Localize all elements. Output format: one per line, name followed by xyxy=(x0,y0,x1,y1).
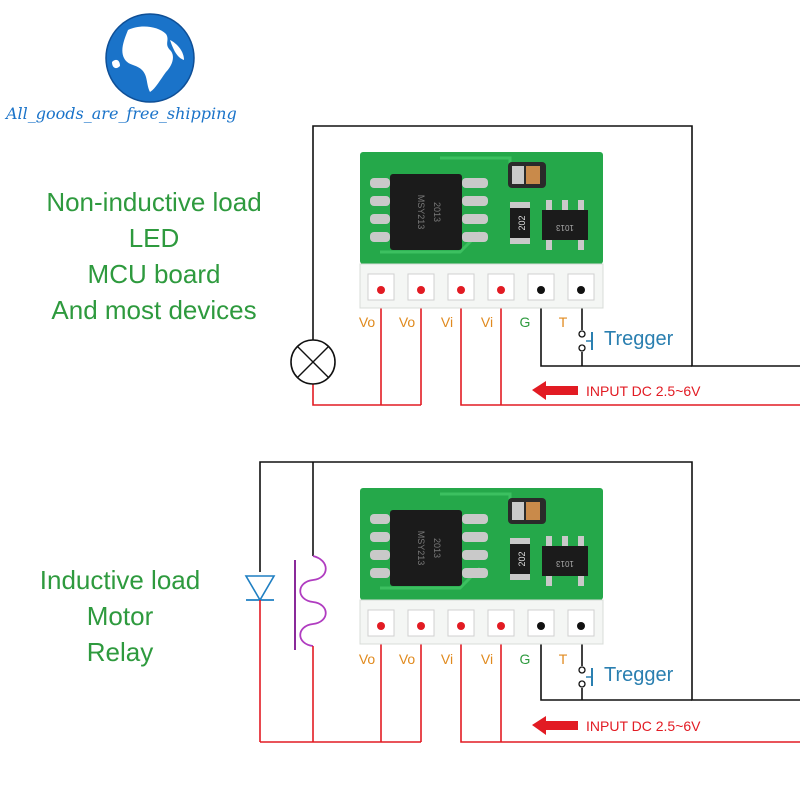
bottom-heading-line-0: Inductive load xyxy=(39,565,201,595)
top-heading-line-1: LED xyxy=(128,223,180,253)
top-ground-wire xyxy=(540,290,692,367)
bottom-heading-line-2: Relay xyxy=(86,637,154,667)
globe-logo-icon xyxy=(105,13,195,103)
bottom-ground-wire xyxy=(540,626,692,701)
top-pin-label-2: Vi xyxy=(441,314,453,330)
top-heading-line-3: And most devices xyxy=(51,295,257,325)
top-pin-label-1: Vo xyxy=(399,314,416,330)
pin-pads-bottom xyxy=(367,609,595,637)
top-pin-label-0: Vo xyxy=(359,314,376,330)
input-arrow-icon xyxy=(532,381,578,400)
top-input-wire xyxy=(460,290,800,406)
module-board: MSY213 2013 202 1013 xyxy=(359,152,604,309)
chip-marking-2-bottom: 2013 xyxy=(432,538,442,558)
chip-marking-2: 2013 xyxy=(432,202,442,222)
chip-marking-bottom: MSY213 xyxy=(416,531,426,566)
bottom-tregger-label: Tregger xyxy=(604,664,674,686)
top-heading-line-2: MCU board xyxy=(87,259,221,289)
top-pin-label-4: G xyxy=(520,314,531,330)
pin-pads xyxy=(367,273,595,301)
top-circuit: MSY213 2013 202 1013 xyxy=(290,125,800,406)
lamp-symbol-icon xyxy=(290,339,336,385)
relay-coil-icon xyxy=(294,555,327,650)
module-board-bottom: MSY213 2013 202 1013 xyxy=(359,488,604,645)
bottom-pin-label-2: Vi xyxy=(441,651,453,667)
transistor-marking: 1013 xyxy=(556,223,574,232)
chip-marking: MSY213 xyxy=(416,195,426,230)
bottom-pin-label-0: Vo xyxy=(359,651,376,667)
bottom-pin-label-4: G xyxy=(520,651,531,667)
top-output-wire xyxy=(312,384,421,406)
top-black-wire-loop xyxy=(312,125,800,367)
top-input-label: INPUT DC 2.5~6V xyxy=(586,383,701,399)
top-heading: Non-inductive load LED MCU board And mos… xyxy=(4,184,304,328)
logo-caption: All_goods_are_free_shipping xyxy=(6,104,237,123)
bottom-heading-line-1: Motor xyxy=(86,601,154,631)
bottom-input-label: INPUT DC 2.5~6V xyxy=(586,718,701,734)
top-pin-label-3: Vi xyxy=(481,314,493,330)
top-tregger-label: Tregger xyxy=(604,328,674,350)
transistor-marking-bottom: 1013 xyxy=(556,559,574,568)
bottom-heading: Inductive load Motor Relay xyxy=(0,562,270,670)
input-arrow-icon-bottom xyxy=(532,716,578,735)
resistor-marking: 202 xyxy=(517,215,527,230)
bottom-pin-label-5: T xyxy=(559,651,568,667)
top-pin-label-5: T xyxy=(559,314,568,330)
bottom-input-wire xyxy=(460,626,800,743)
top-heading-line-0: Non-inductive load xyxy=(46,187,262,217)
bottom-black-wire-loop xyxy=(259,461,800,701)
bottom-pin-label-3: Vi xyxy=(481,651,493,667)
bottom-pin-label-1: Vo xyxy=(399,651,416,667)
bottom-circuit: MSY213 2013 202 1013 xyxy=(244,461,800,743)
resistor-marking-bottom: 202 xyxy=(517,551,527,566)
